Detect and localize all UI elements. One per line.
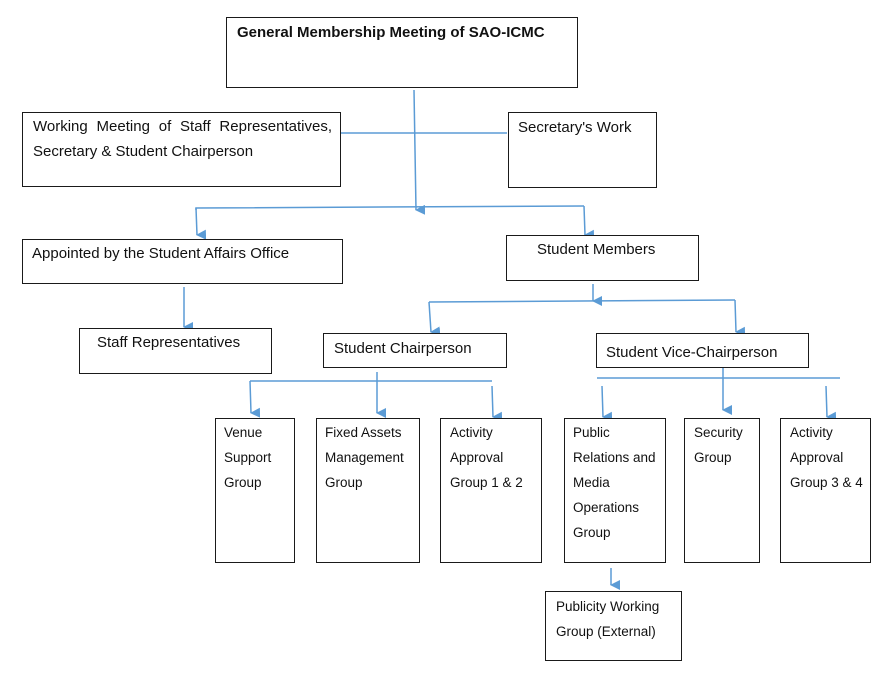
edge-branch-bar [195,205,585,210]
edge-to-venue [249,380,261,418]
edge-to-public-relations [601,385,613,422]
edge-to-appointed [195,207,207,240]
edge-general-trunk [413,89,426,215]
node-label: Student Chairperson [334,340,472,357]
node-label: Public Relations and Media Operations Gr… [573,425,656,540]
node-staff-reps: Staff Representatives [79,328,272,374]
node-publicity-external: Publicity Working Group (External) [545,591,682,661]
edge-to-vice [734,299,746,337]
node-label: Activity Approval Group 3 & 4 [790,425,863,490]
node-appointed-sao: Appointed by the Student Affairs Office [22,239,343,284]
node-label: Activity Approval Group 1 & 2 [450,425,523,490]
node-label: General Membership Meeting of SAO-ICMC [237,24,545,41]
node-secretary-work: Secretary's Work [508,112,657,188]
node-student-chair: Student Chairperson [323,333,507,368]
node-label: Student Members [537,241,656,258]
node-general-meeting: General Membership Meeting of SAO-ICMC [226,17,578,88]
node-activity-12: Activity Approval Group 1 & 2 [440,418,542,563]
node-working-meeting: Working Meeting of Staff Representatives… [22,112,341,187]
node-label: Security Group [694,425,743,465]
node-public-relations: Public Relations and Media Operations Gr… [564,418,666,563]
edge-to-chair [428,301,441,337]
node-label: Publicity Working Group (External) [556,599,660,639]
node-fixed-assets: Fixed Assets Management Group [316,418,420,563]
node-student-vice-chair: Student Vice-Chairperson [596,333,809,368]
node-student-members: Student Members [506,235,699,281]
edge-to-student-members [583,205,595,240]
edge-members-bar [428,299,736,303]
node-label: Venue Support Group [224,425,272,490]
node-security: Security Group [684,418,760,563]
node-venue-support: Venue Support Group [215,418,295,563]
node-label: Secretary's Work [518,119,632,136]
node-label: Student Vice-Chairperson [606,344,778,361]
node-label: Appointed by the Student Affairs Office [32,245,290,262]
edge-to-activity34 [825,385,837,422]
node-activity-34: Activity Approval Group 3 & 4 [780,418,871,563]
node-label: Working Meeting of Staff Representatives… [33,118,332,160]
node-label: Fixed Assets Management Group [325,425,404,490]
node-label: Staff Representatives [97,334,241,351]
edge-to-activity12 [491,385,503,422]
